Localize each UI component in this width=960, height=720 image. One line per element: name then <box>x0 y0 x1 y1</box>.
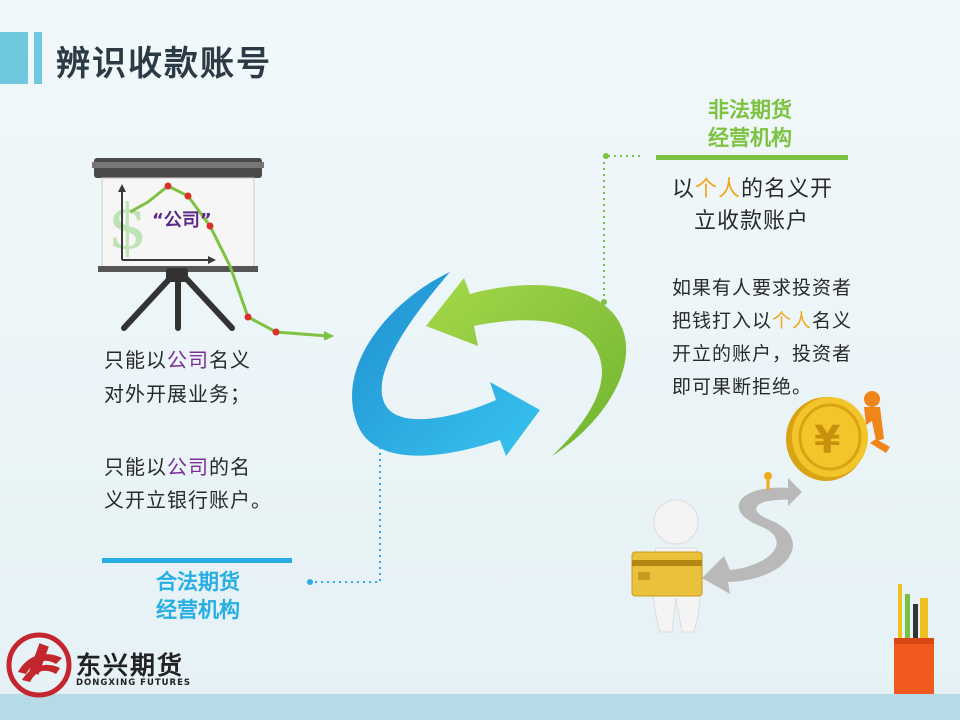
legal-underline <box>102 558 292 563</box>
illegal-text-line-2: 把钱打入以个人名义 <box>672 310 853 332</box>
green-arrow-icon <box>426 278 627 456</box>
company-name: 东兴期货 <box>76 651 185 680</box>
illegal-underline <box>656 155 848 160</box>
personal-highlight: 个人 <box>772 310 813 332</box>
legal-text-line-4: 义开立银行账户。 <box>104 488 272 512</box>
personal-highlight: 个人 <box>695 177 742 202</box>
company-highlight: 公司 <box>167 455 209 479</box>
legal-text-line-3: 只能以公司的名 <box>104 455 251 479</box>
company-name-en: DONGXING FUTURES <box>76 678 192 688</box>
illegal-text-line-4: 即可果断拒绝。 <box>672 376 813 398</box>
footer-strip <box>0 694 960 720</box>
legal-heading: 合法期货 经营机构 <box>156 570 240 622</box>
company-highlight: 公司 <box>167 348 209 372</box>
dongxing-logo-icon <box>6 632 72 698</box>
illegal-subtitle-line-1: 以个人的名义开 <box>672 177 834 202</box>
blue-arrow-icon <box>352 272 540 456</box>
exchange-arrows-illustration <box>352 272 627 456</box>
chart-board-illustration: $ <box>92 158 334 340</box>
legal-text-line-2: 对外开展业务； <box>104 382 251 406</box>
dollar-sign-icon: $ <box>108 190 147 263</box>
title-accent-bar-thin <box>34 32 42 84</box>
illegal-text-line-3: 开立的账户，投资者 <box>672 343 853 365</box>
board-label: “公司” <box>152 210 212 231</box>
title-accent-bar <box>0 32 28 84</box>
illegal-text-line-1: 如果有人要求投资者 <box>672 277 853 299</box>
credit-card-person-illustration <box>631 472 802 633</box>
yuan-coin-illustration: ¥ <box>786 391 890 481</box>
illegal-heading: 非法期货 经营机构 <box>708 98 792 150</box>
page-title: 辨识收款账号 <box>56 44 272 84</box>
legal-text-line-1: 只能以公司名义 <box>104 348 251 372</box>
illegal-subtitle-line-2: 立收款账户 <box>694 209 810 234</box>
yuan-icon: ¥ <box>814 418 840 462</box>
